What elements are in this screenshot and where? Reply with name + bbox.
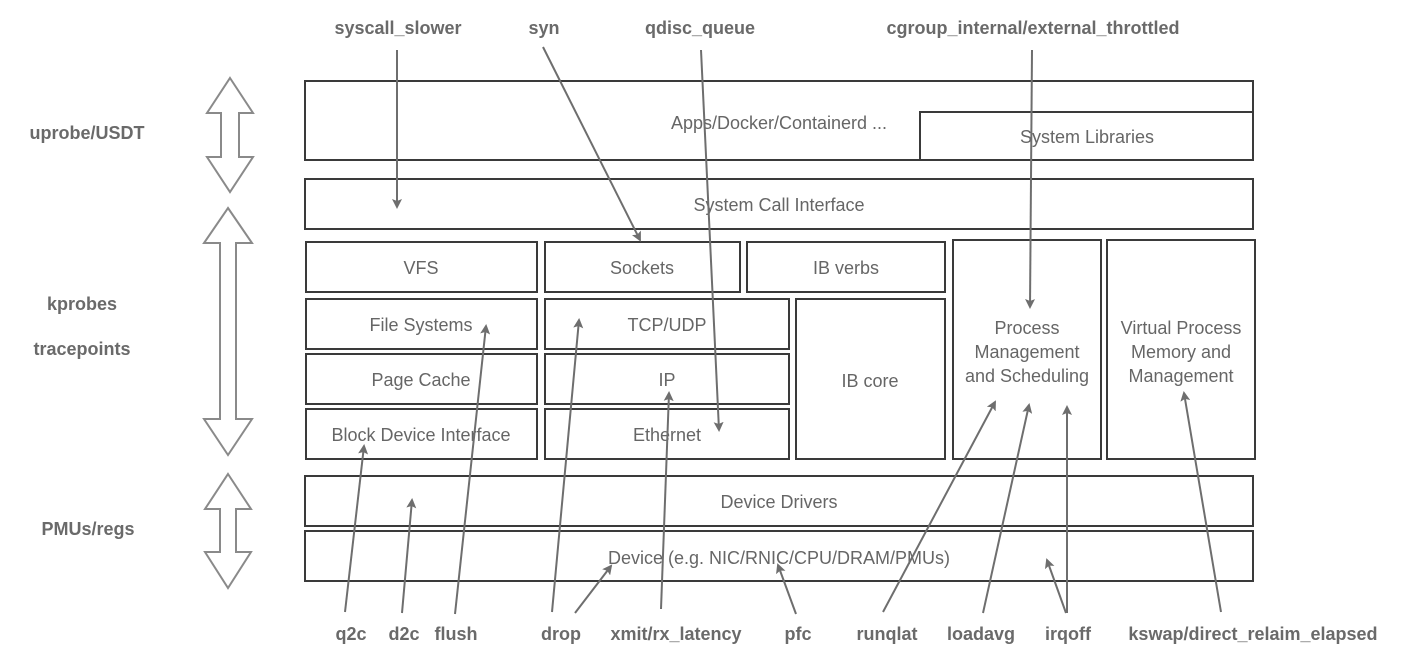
virtual-memory-label-3: Management bbox=[1128, 366, 1233, 386]
probe-label-irqoff: irqoff bbox=[1045, 624, 1092, 644]
ib-verbs-box bbox=[746, 241, 946, 293]
file-systems-box bbox=[305, 298, 538, 350]
sockets-label: Sockets bbox=[610, 258, 674, 278]
virtual-memory-label-2: Memory and bbox=[1131, 342, 1231, 362]
probe-label-drop: drop bbox=[541, 624, 581, 644]
page-cache-label: Page Cache bbox=[371, 370, 470, 390]
uprobe-double-arrow-icon bbox=[205, 76, 255, 194]
pointer-drop-tcp bbox=[551, 318, 584, 613]
vfs-label: VFS bbox=[403, 258, 438, 278]
probe-label-runqlat: runqlat bbox=[857, 624, 918, 644]
pointer-qdisc-queue bbox=[700, 49, 724, 432]
pointer-q2c bbox=[344, 444, 369, 613]
pointer-xmit-rx-latency bbox=[660, 391, 674, 610]
probe-label-syn: syn bbox=[528, 18, 559, 38]
virtual-memory-label-1: Virtual Process bbox=[1121, 318, 1242, 338]
system-libraries-layer bbox=[919, 111, 1254, 161]
probe-label-d2c: d2c bbox=[388, 624, 419, 644]
pointer-flush bbox=[454, 324, 491, 615]
pointer-d2c bbox=[401, 498, 417, 614]
pointer-pfc bbox=[776, 563, 797, 615]
system-call-interface-label: System Call Interface bbox=[693, 195, 864, 215]
pointer-irqoff-device bbox=[1044, 558, 1067, 614]
ib-core-box bbox=[795, 298, 946, 460]
ib-core-label: IB core bbox=[841, 371, 898, 391]
system-call-interface-layer bbox=[304, 178, 1254, 230]
pointer-loadavg bbox=[982, 403, 1033, 614]
probe-label-kswap: kswap/direct_relaim_elapsed bbox=[1128, 624, 1377, 644]
virtual-memory-box bbox=[1106, 239, 1256, 460]
kprobes-double-arrow-icon bbox=[202, 206, 254, 457]
device-drivers-label: Device Drivers bbox=[720, 492, 837, 512]
pointer-cgroup-throttled bbox=[1025, 49, 1036, 309]
probe-label-pfc: pfc bbox=[785, 624, 812, 644]
probe-label-syscall-slower: syscall_slower bbox=[334, 18, 461, 38]
apps-layer-label: Apps/Docker/Containerd ... bbox=[671, 113, 887, 133]
sockets-box bbox=[544, 241, 741, 293]
probe-label-q2c: q2c bbox=[335, 624, 366, 644]
side-label-tracepoints: tracepoints bbox=[33, 339, 130, 359]
probe-label-cgroup-throttled: cgroup_internal/external_throttled bbox=[886, 18, 1179, 38]
probe-label-qdisc-queue: qdisc_queue bbox=[645, 18, 755, 38]
probe-label-flush: flush bbox=[435, 624, 478, 644]
block-device-interface-label: Block Device Interface bbox=[331, 425, 510, 445]
page-cache-box bbox=[305, 353, 538, 405]
device-label: Device (e.g. NIC/RNIC/CPU/DRAM/PMUs) bbox=[608, 548, 950, 568]
block-device-interface-box bbox=[305, 408, 538, 460]
pmus-double-arrow-icon bbox=[203, 472, 253, 590]
pointer-drop-device bbox=[574, 564, 613, 614]
vfs-box bbox=[305, 241, 538, 293]
pointer-runqlat bbox=[882, 400, 996, 613]
pointer-kswap bbox=[1180, 391, 1222, 613]
process-management-label-1: Process bbox=[994, 318, 1059, 338]
process-management-label-2: Management bbox=[974, 342, 1079, 362]
process-management-box bbox=[952, 239, 1102, 460]
tcp-udp-label: TCP/UDP bbox=[627, 315, 706, 335]
system-libraries-label: System Libraries bbox=[1020, 127, 1154, 147]
tcp-udp-box bbox=[544, 298, 790, 350]
probe-label-loadavg: loadavg bbox=[947, 624, 1015, 644]
side-label-pmus: PMUs/regs bbox=[41, 519, 134, 539]
pointer-syn bbox=[542, 46, 641, 242]
probe-label-xmit-rx-latency: xmit/rx_latency bbox=[610, 624, 741, 644]
file-systems-label: File Systems bbox=[369, 315, 472, 335]
ib-verbs-label: IB verbs bbox=[813, 258, 879, 278]
ip-label: IP bbox=[658, 370, 675, 390]
process-management-label-3: and Scheduling bbox=[965, 366, 1089, 386]
side-label-uprobe: uprobe/USDT bbox=[30, 123, 145, 143]
device-drivers-layer bbox=[304, 475, 1254, 527]
side-label-kprobes: kprobes bbox=[47, 294, 117, 314]
